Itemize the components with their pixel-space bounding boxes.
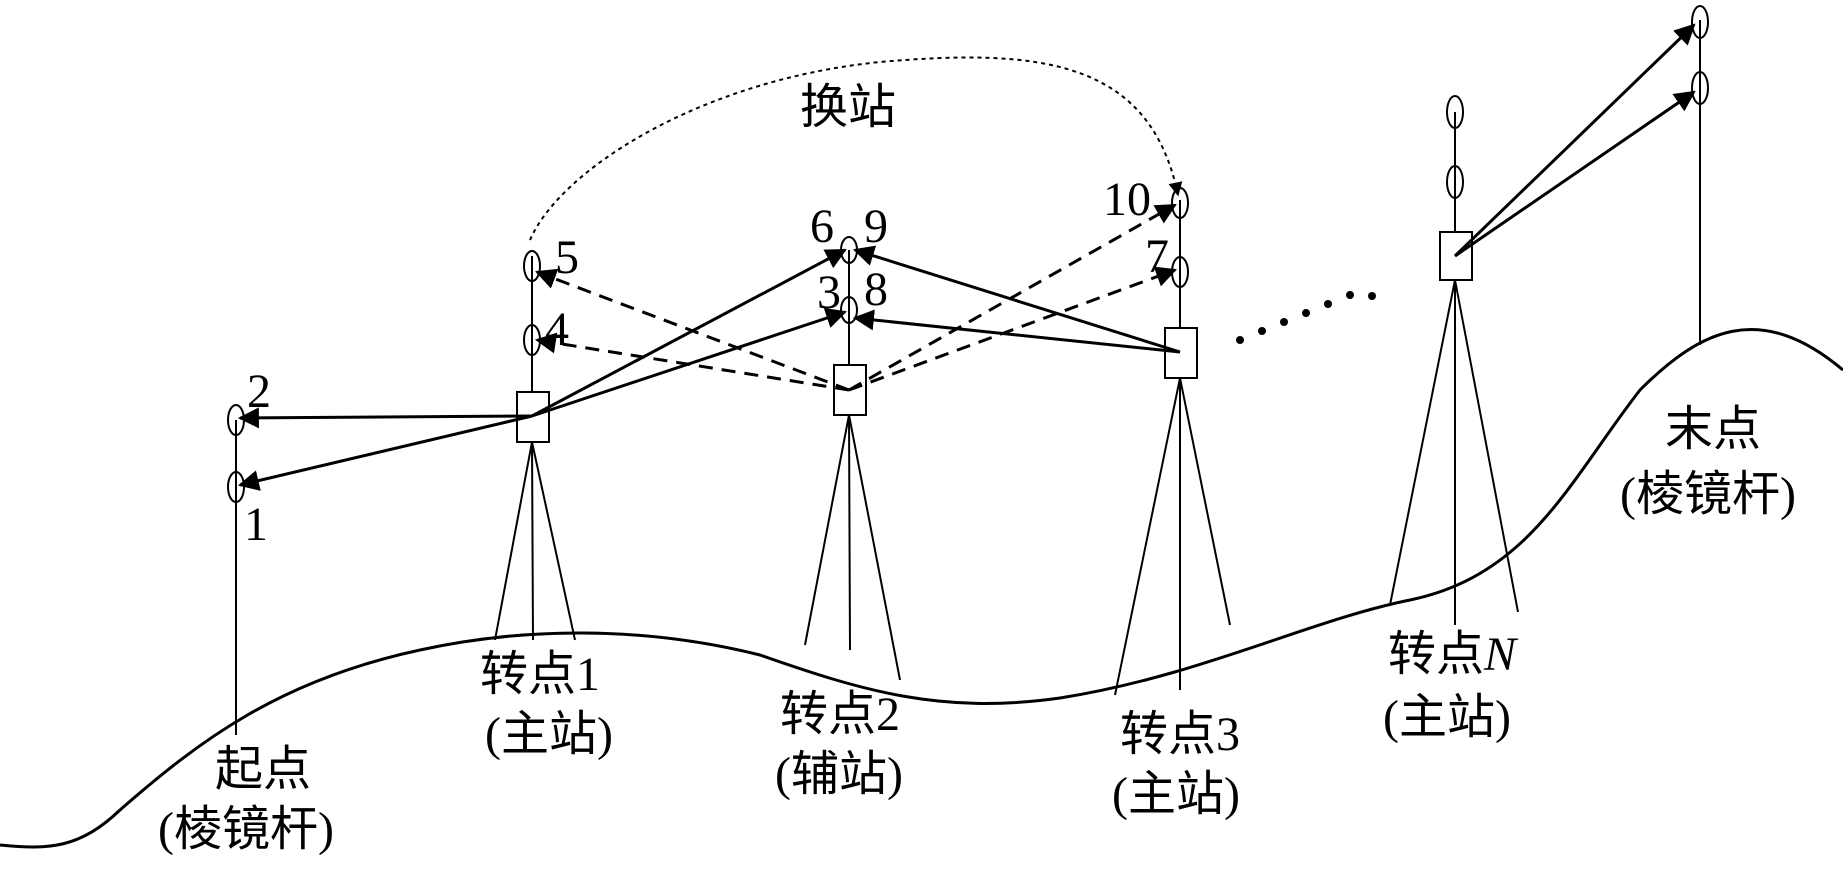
- prism-number-2: 2: [247, 365, 271, 418]
- dashed-sight-lines: [534, 203, 1177, 392]
- prism-number-3: 3: [817, 266, 841, 319]
- prism-number-5: 5: [555, 231, 579, 284]
- ellipsis-dots: [1236, 291, 1376, 344]
- turning-point-2-label: 转点2: [780, 688, 900, 741]
- station-1-tripod: [494, 250, 576, 641]
- start-prism-pole: [227, 404, 245, 735]
- turning-point-3-sublabel: (主站): [1112, 768, 1240, 821]
- turning-point-1-label: 转点1: [480, 648, 600, 701]
- end-point-sublabel: (棱镜杆): [1620, 468, 1796, 521]
- station-2-tripod: [804, 236, 901, 681]
- prism-number-1: 1: [244, 498, 268, 551]
- turning-point-2-sublabel: (辅站): [775, 748, 903, 801]
- start-point-label: 起点: [215, 743, 311, 796]
- prism-number-6: 6: [810, 200, 834, 253]
- prism-number-4: 4: [545, 303, 569, 356]
- turning-point-n-label: 转点N: [1388, 628, 1519, 681]
- prism-number-9: 9: [864, 200, 888, 253]
- end-prism-pole: [1691, 5, 1709, 345]
- station-3-tripod: [1114, 187, 1231, 696]
- station-n-tripod: [1389, 95, 1519, 625]
- turning-point-1-sublabel: (主站): [485, 708, 613, 761]
- end-point-label: 末点: [1665, 403, 1761, 456]
- prism-number-8: 8: [864, 263, 888, 316]
- start-point-sublabel: (棱镜杆): [158, 803, 334, 856]
- prism-number-10: 10: [1103, 173, 1151, 226]
- turning-point-3-label: 转点3: [1120, 708, 1240, 761]
- prism-number-7: 7: [1145, 230, 1169, 283]
- terrain-line: [0, 328, 1843, 849]
- solid-sight-lines: [237, 23, 1696, 491]
- turning-point-n-sublabel: (主站): [1383, 691, 1511, 744]
- station-change-label: 换站: [800, 81, 896, 134]
